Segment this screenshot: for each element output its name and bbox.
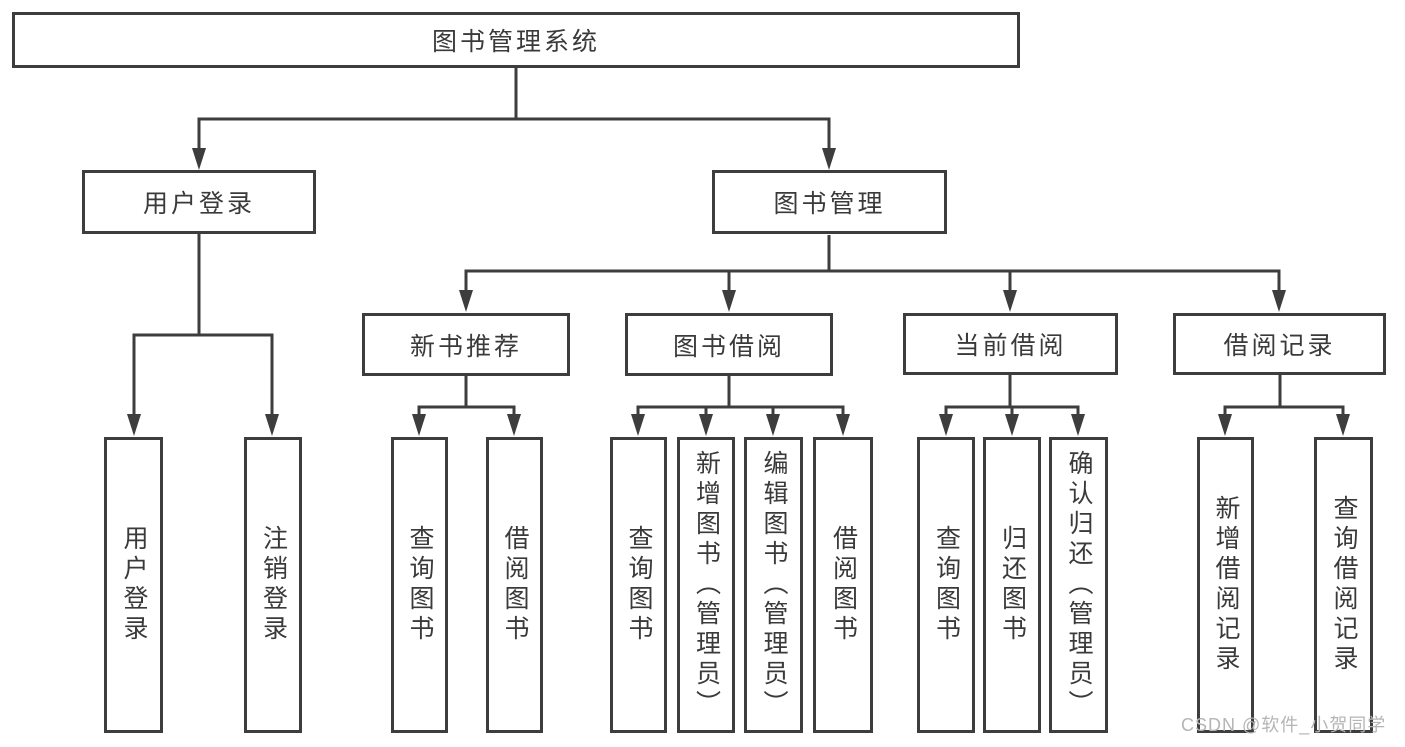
leaf-br-add-record: 新增借阅记录 [1197,437,1254,733]
arrow-down-icon [459,290,473,312]
connector-arrowheads [127,148,1350,436]
edge-new-book-rec-to-leaves [417,376,516,420]
leaf-br-add-record-label: 新增借阅记录 [1212,495,1240,675]
arrow-down-icon [939,414,953,436]
node-book-borrow: 图书借阅 [625,313,833,376]
leaf-user-login-label: 用户登录 [120,525,148,645]
leaf-nb-borrow-book: 借阅图书 [486,437,543,733]
arrow-down-icon [507,414,521,436]
node-book-management-label: 图书管理 [773,190,886,218]
leaf-bb-query-book-label: 查询图书 [625,525,653,645]
node-new-book-recommend-label: 新书推荐 [409,332,522,361]
leaf-cb-confirm-return: 确认归还（管理员） [1049,437,1108,733]
leaf-bb-add-book-label: 新增图书（管理员） [692,450,721,720]
leaf-user-login: 用户登录 [104,437,163,733]
node-user-login-label: 用户登录 [142,190,255,218]
arrow-down-icon [1071,414,1085,436]
edge-book-borrow-to-leaves [636,376,845,420]
node-borrow-record-label: 借阅记录 [1223,332,1336,360]
node-library-system: 图书管理系统 [12,12,1020,68]
leaf-nb-query-book: 查询图书 [391,437,448,733]
leaf-bb-borrow-book: 借阅图书 [813,437,873,733]
arrow-down-icon [1005,414,1019,436]
leaf-logout: 注销登录 [244,437,302,733]
arrow-down-icon [766,414,780,436]
edge-user-login-to-leaves [132,233,274,420]
arrow-down-icon [265,414,279,436]
node-current-borrow: 当前借阅 [903,313,1118,375]
leaf-br-query-record: 查询借阅记录 [1314,437,1373,733]
arrow-down-icon [1272,290,1286,312]
arrow-down-icon [836,414,850,436]
node-library-system-label: 图书管理系统 [431,28,600,56]
leaf-bb-add-book: 新增图书（管理员） [677,437,735,733]
leaf-nb-borrow-book-label: 借阅图书 [501,525,529,645]
leaf-cb-confirm-return-label: 确认归还（管理员） [1065,450,1093,720]
edge-book-mgmt-to-level3 [464,235,1281,296]
node-user-login: 用户登录 [82,170,316,234]
leaf-bb-edit-book-label: 编辑图书（管理员） [760,450,788,720]
leaf-br-query-record-label: 查询借阅记录 [1330,495,1358,675]
edge-current-borrow-to-leaves [944,375,1080,420]
arrow-down-icon [1218,414,1232,436]
leaf-bb-edit-book: 编辑图书（管理员） [744,437,803,733]
leaf-cb-query-book: 查询图书 [917,437,975,733]
leaf-nb-query-book-label: 查询图书 [406,525,434,645]
node-borrow-record: 借阅记录 [1173,313,1386,375]
arrow-down-icon [1003,290,1017,312]
arrow-down-icon [822,148,836,170]
leaf-cb-return-book: 归还图书 [983,437,1041,733]
leaf-cb-return-book-label: 归还图书 [998,525,1027,645]
node-current-borrow-label: 当前借阅 [954,332,1067,360]
arrow-down-icon [631,414,645,436]
edge-root-to-level2 [197,68,831,154]
arrow-down-icon [127,414,141,436]
arrow-down-icon [192,148,206,170]
arrow-down-icon [722,290,736,312]
edge-borrow-record-to-leaves [1223,375,1345,420]
leaf-bb-query-book: 查询图书 [610,437,667,733]
arrow-down-icon [412,414,426,436]
csdn-watermark: CSDN @软件_小贺同学 [1181,715,1387,735]
node-new-book-recommend: 新书推荐 [362,313,570,376]
arrow-down-icon [699,414,713,436]
connector-edges [132,68,1345,420]
leaf-bb-borrow-book-label: 借阅图书 [829,525,858,645]
node-book-management: 图书管理 [712,170,947,234]
arrow-down-icon [1336,414,1350,436]
leaf-logout-label: 注销登录 [259,525,288,645]
node-book-borrow-label: 图书借阅 [672,332,785,361]
leaf-cb-query-book-label: 查询图书 [932,525,961,645]
